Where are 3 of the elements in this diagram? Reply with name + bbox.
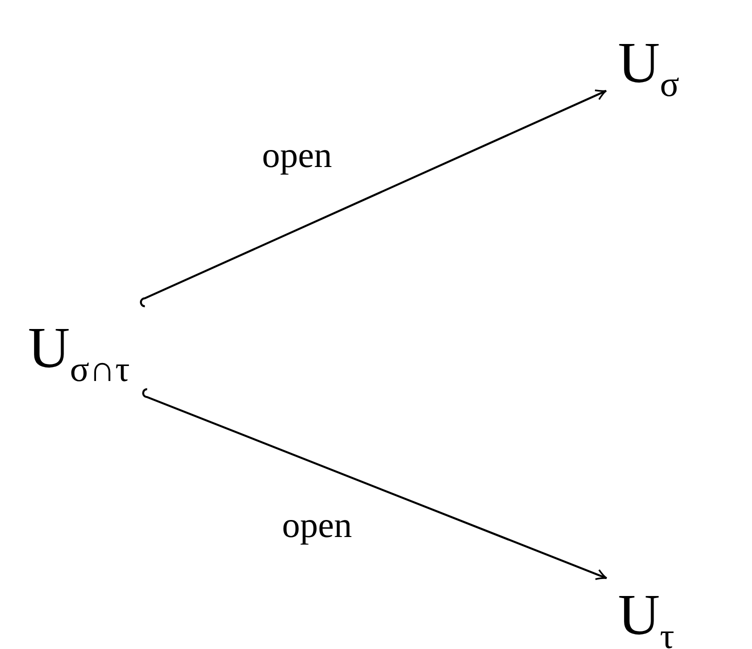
math-symbol: U$_{σ∩τ}$ xyxy=(22,315,136,391)
math-symbol: U$_{τ}$ xyxy=(612,582,680,649)
math-symbol: U$_{σ}$ xyxy=(612,30,686,106)
